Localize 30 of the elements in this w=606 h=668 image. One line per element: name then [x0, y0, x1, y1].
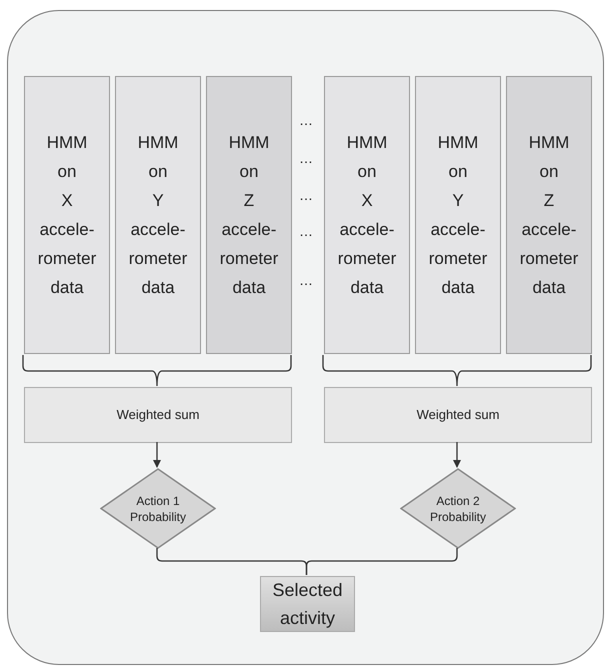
ellipsis-label: … [299, 188, 313, 202]
connector-line [153, 442, 161, 468]
model-column [115, 76, 201, 354]
ellipsis-label: … [299, 224, 313, 238]
decision-diamond [100, 468, 216, 549]
node-label: HMM on X accele- rometer data [36, 132, 98, 299]
ellipsis-label: … [299, 273, 313, 287]
process-box [24, 387, 292, 443]
diamond-label: Action 2 Probability [428, 492, 488, 524]
node-label: Weighted sum [416, 406, 500, 424]
diamond-label: Action 1 Probability [128, 492, 188, 524]
model-column [415, 76, 501, 354]
model-column [324, 76, 410, 354]
panel-background [7, 10, 604, 665]
process-box [324, 387, 592, 443]
node-label: Weighted sum [116, 406, 200, 424]
node-label: HMM on Z accele- rometer data [218, 132, 280, 299]
model-column [506, 76, 592, 354]
decision-diamond [400, 468, 516, 549]
result-box [260, 576, 355, 632]
model-column [206, 76, 292, 354]
ellipsis-label: … [299, 113, 313, 127]
node-label: HMM on Y accele- rometer data [428, 132, 488, 299]
model-column [24, 76, 110, 354]
ellipsis-label: … [299, 151, 313, 165]
node-label: Selected activity [271, 579, 344, 630]
node-label: HMM on Z accele- rometer data [518, 132, 580, 299]
node-label: HMM on Y accele- rometer data [128, 132, 188, 299]
node-label: HMM on X accele- rometer data [336, 132, 398, 299]
connector-line [453, 442, 461, 468]
